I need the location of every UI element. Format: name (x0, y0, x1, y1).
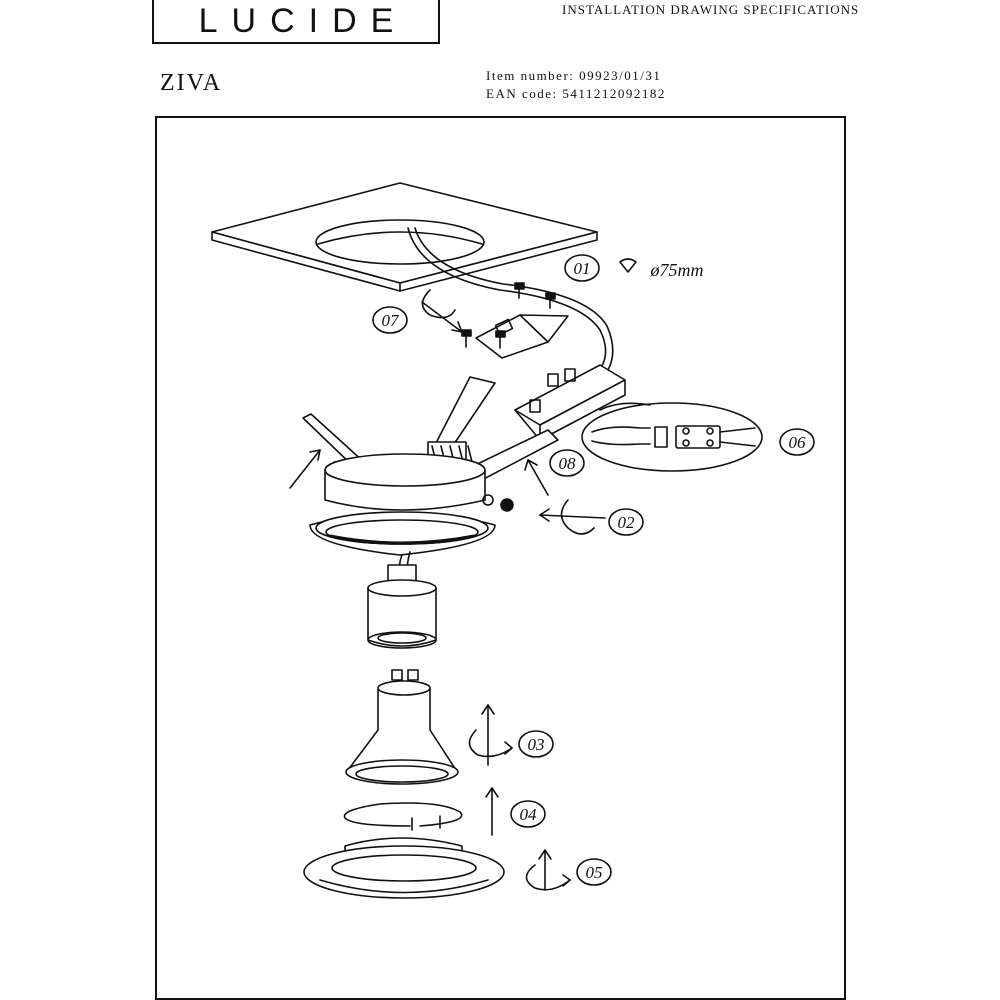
brand-logo-text: LUCIDE (198, 1, 408, 40)
step-06 (779, 428, 815, 456)
gu10-lamp (345, 669, 459, 785)
step-03-label: 03 (528, 735, 545, 754)
brand-logo: LUCIDE (152, 0, 440, 44)
product-meta: Item number: 09923/01/31 EAN code: 54112… (486, 67, 666, 103)
step-02-label: 02 (618, 513, 636, 532)
step-06-label: 06 (789, 433, 807, 452)
locking-screw (482, 494, 514, 512)
recessed-housing (309, 453, 496, 556)
ean-code: EAN code: 5411212092182 (486, 86, 666, 101)
ceiling-panel (211, 182, 598, 292)
step-01-label: 01 (574, 259, 591, 278)
screws (461, 282, 556, 349)
supply-cable (407, 227, 607, 381)
mounting-bracket (475, 314, 569, 359)
housing-bar (464, 429, 559, 483)
step-05 (576, 858, 612, 886)
step-08 (549, 449, 585, 477)
step-05-label: 05 (586, 863, 603, 882)
step-07 (372, 306, 408, 334)
spring-clip-right (427, 376, 496, 467)
step-01-dimension: ø75mm (650, 260, 704, 280)
step-08-label: 08 (559, 454, 577, 473)
connector-detail (581, 402, 763, 472)
retaining-ring (343, 802, 463, 831)
step-03 (518, 730, 554, 758)
document-title: INSTALLATION DRAWING SPECIFICATIONS (562, 2, 860, 17)
gu10-socket (367, 564, 437, 649)
arrows (289, 289, 606, 891)
product-name: ZIVA (160, 70, 223, 96)
step-02 (608, 508, 644, 536)
step-04 (510, 800, 546, 828)
step-01 (564, 254, 637, 282)
connector-box (514, 364, 626, 441)
step-07-label: 07 (382, 311, 401, 330)
item-number: Item number: 09923/01/31 (486, 68, 662, 83)
trim-ring (303, 837, 505, 899)
step-04-label: 04 (520, 805, 538, 824)
drawing-frame (155, 116, 846, 1000)
